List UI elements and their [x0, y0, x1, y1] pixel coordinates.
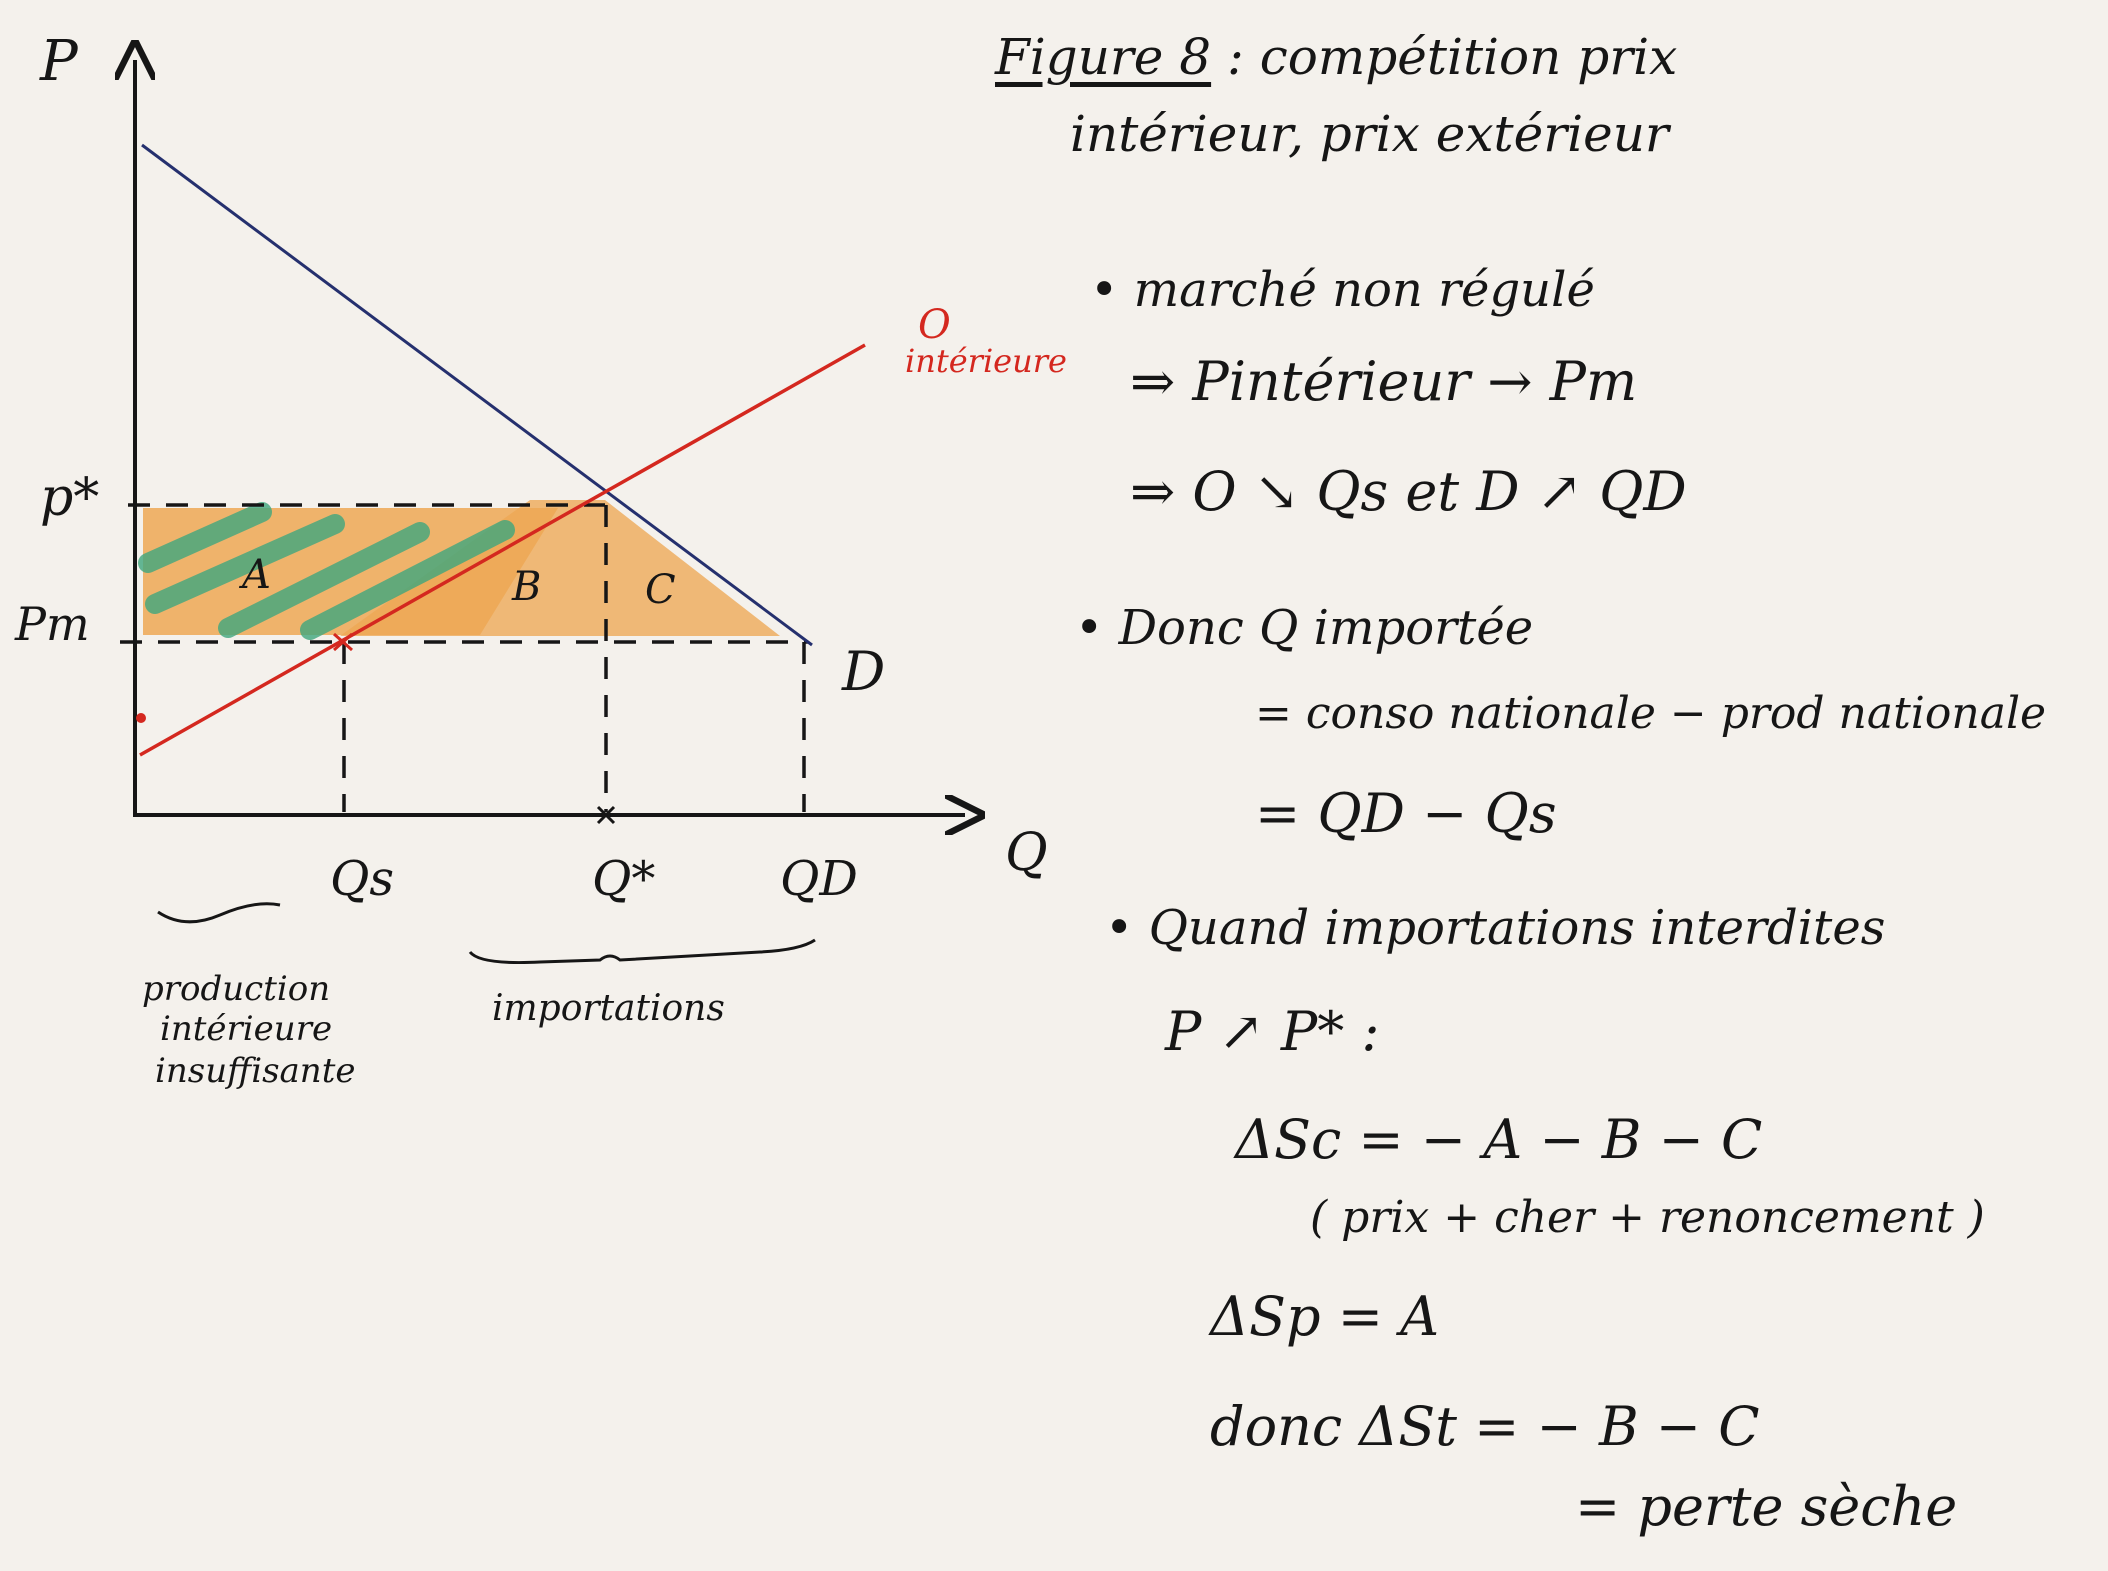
price-world-label: Pm: [14, 597, 90, 651]
note-b3-line6: donc ΔSt = − B − C: [1210, 1395, 1760, 1458]
imports-brace: [468, 938, 816, 965]
note-domestic-line3: insuffisante: [155, 1051, 355, 1091]
price-star-label: p*: [40, 468, 99, 528]
note-b1-line1: • marché non régulé: [1090, 262, 1595, 318]
supply-intercept-dot: [136, 713, 146, 723]
note-b2-line3: = QD − Qs: [1255, 782, 1557, 845]
axis-x-label: Q: [1005, 823, 1048, 883]
note-b3-line3: ΔSc = − A − B − C: [1235, 1108, 1763, 1171]
figure-title-sep: :: [1227, 28, 1244, 86]
qd-label: QD: [780, 851, 858, 907]
note-b1-line2: ⇒ Pintérieur → Pm: [1130, 350, 1638, 413]
note-b3-line1: • Quand importations interdites: [1105, 900, 1886, 956]
note-b3-line7: = perte sèche: [1575, 1475, 1958, 1538]
note-b2-line1: • Donc Q importée: [1075, 600, 1534, 656]
note-b2-line2: = conso nationale − prod nationale: [1255, 688, 2047, 739]
qs-intersection-mark: [333, 632, 353, 652]
demand-label: D: [841, 640, 885, 703]
area-a-label: A: [238, 552, 271, 598]
area-bc-fill: [340, 500, 780, 636]
domestic-brace: [157, 902, 281, 924]
note-b3-line2: P ↗ P* :: [1165, 1000, 1380, 1063]
note-b3-line5: ΔSp = A: [1210, 1285, 1440, 1348]
figure-title-line2: intérieur, prix extérieur: [1070, 105, 1669, 163]
note-b1-line3: ⇒ O ↘ Qs et D ↗ QD: [1130, 460, 1687, 523]
area-a-hatch: [138, 502, 515, 640]
qstar-axis-mark: [596, 805, 616, 825]
figure-number: Figure 8: [995, 28, 1212, 86]
note-domestic-line2: intérieure: [160, 1009, 332, 1049]
note-imports: importations: [492, 988, 725, 1029]
figure-title-rest: compétition prix: [1259, 28, 1678, 86]
supply-label: O: [918, 302, 951, 348]
demand-curve: [141, 143, 813, 647]
supply-curve: [139, 343, 866, 757]
qstar-label: Q*: [592, 851, 655, 907]
area-b-label: B: [511, 564, 541, 610]
figure-title-line1: Figure 8 : compétition prix: [995, 28, 1677, 86]
area-c-label: C: [645, 567, 676, 613]
supply-sub-label: intérieure: [905, 342, 1067, 380]
axis-y-label: P: [39, 29, 79, 94]
qs-label: Qs: [330, 851, 394, 907]
note-domestic-line1: production: [142, 969, 330, 1009]
surplus-diagram: P Q p* Pm D O intérieure A B C Qs Q* QD …: [14, 29, 1067, 1091]
note-b3-line4: ( prix + cher + renoncement ): [1310, 1192, 1985, 1243]
